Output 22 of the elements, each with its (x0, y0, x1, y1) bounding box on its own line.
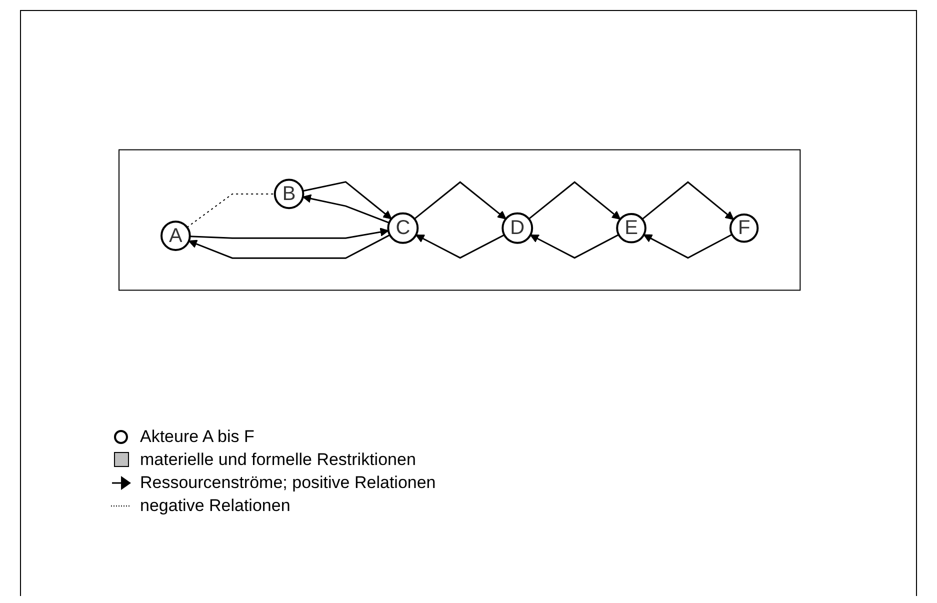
legend-label: Akteure A bis F (140, 426, 254, 446)
node-circle: E (616, 212, 647, 244)
arrow (303, 181, 392, 220)
legend-label: negative Relationen (140, 496, 290, 516)
node-circle: B (274, 178, 305, 210)
legend-label: Ressourcenströme; positive Relationen (140, 472, 436, 492)
legend-label: materielle und formelle Restriktionen (140, 450, 416, 470)
connector (187, 193, 276, 228)
arrow (414, 181, 507, 220)
node-circle: C (388, 212, 420, 244)
node-circle: D (502, 212, 534, 244)
arrow (416, 234, 506, 259)
arrow (190, 228, 390, 239)
arrow (528, 181, 622, 220)
arrow (644, 234, 733, 259)
arrow (642, 181, 734, 220)
arrow (188, 234, 391, 259)
node-circle: F (730, 214, 760, 243)
arrow (302, 194, 390, 224)
node-circle: A (160, 220, 192, 251)
cluster (118, 149, 802, 291)
arrow (530, 234, 620, 259)
